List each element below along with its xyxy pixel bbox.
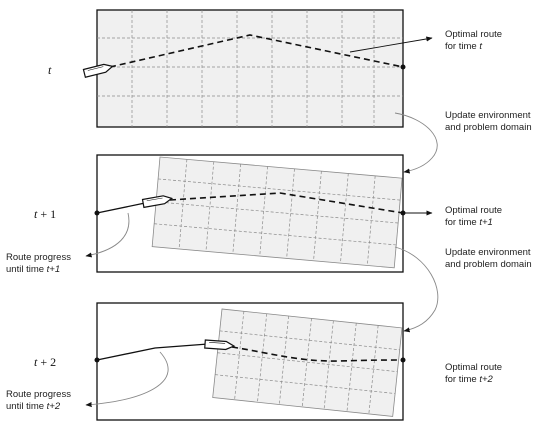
panel-time-t-plus-2: t + 2 Optimal route for time t+2 Route p… [6, 302, 505, 421]
start-point [94, 210, 100, 216]
optimal-route-label: Optimal route for time t+2 [445, 362, 505, 385]
optimal-route-path [231, 346, 404, 362]
destination-point [400, 64, 406, 70]
panel-frame [96, 9, 404, 128]
progress-arrow [85, 351, 169, 408]
update-domain-label: Update environment and problem domain [445, 110, 533, 133]
ship-icon [82, 63, 114, 78]
rotated-grid [151, 156, 403, 269]
update-domain-label: Update environment and problem domain [445, 247, 533, 270]
time-label-t: t [48, 63, 52, 77]
time-label-t-plus-2: t + 2 [34, 355, 56, 369]
ship-icon [204, 339, 236, 351]
optimal-route-label: Optimal route for time t [445, 29, 505, 52]
progress-route-path [96, 343, 209, 361]
optimal-route-arrow [349, 36, 433, 53]
update-arrow [394, 246, 439, 333]
start-point [94, 357, 100, 363]
progress-arrow [85, 212, 130, 258]
rotated-grid [212, 308, 403, 417]
grid-lines [97, 10, 403, 127]
optimal-route-label: Optimal route for time t+1 [445, 205, 505, 228]
destination-point [400, 357, 406, 363]
route-progress-label: Route progress until time t+2 [6, 389, 74, 412]
ship-icon [141, 195, 174, 209]
panel-time-t-plus-1: t + 1 Optimal route for time t+1 Route p… [6, 154, 533, 333]
optimal-route-path [169, 192, 404, 214]
route-progress-label: Route progress until time t+1 [6, 252, 74, 275]
update-arrow [394, 112, 438, 174]
progress-route-path [96, 202, 146, 214]
time-label-t-plus-1: t + 1 [34, 207, 56, 221]
optimal-route-path [109, 34, 404, 68]
panel-time-t: t Optimal route for time t Update enviro… [48, 9, 533, 174]
